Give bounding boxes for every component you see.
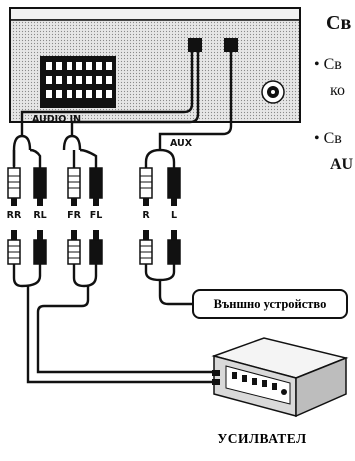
- external-device-label: Външно устройство: [213, 296, 327, 311]
- head-unit: [9, 7, 301, 123]
- bullet-2-line-1: • Св: [314, 130, 342, 147]
- external-device-box: Външно устройство: [192, 289, 348, 319]
- jack-label-l: L: [170, 210, 178, 221]
- jack-label-rr: RR: [6, 210, 22, 221]
- bullet-2-line-2: AU: [330, 156, 354, 173]
- aux-label: AUX: [170, 138, 193, 149]
- bullet-1-line-1: • Св: [314, 56, 342, 73]
- bullet-1-line-2: ко: [330, 82, 345, 99]
- audio-in-label: AUDIO IN: [32, 114, 82, 125]
- cables-lower: [12, 264, 212, 384]
- upper-rca-plugs: [7, 167, 181, 206]
- jack-label-fr: FR: [67, 210, 81, 221]
- jack-label-rl: RL: [33, 210, 47, 221]
- amplifier-unit: [211, 337, 349, 418]
- jack-label-fl: FL: [89, 210, 103, 221]
- section-heading: Св: [326, 12, 352, 34]
- jack-label-r: R: [142, 210, 150, 221]
- lower-rca-plugs: [7, 230, 181, 265]
- amplifier-label: УСИЛВАТЕЛ: [217, 431, 307, 446]
